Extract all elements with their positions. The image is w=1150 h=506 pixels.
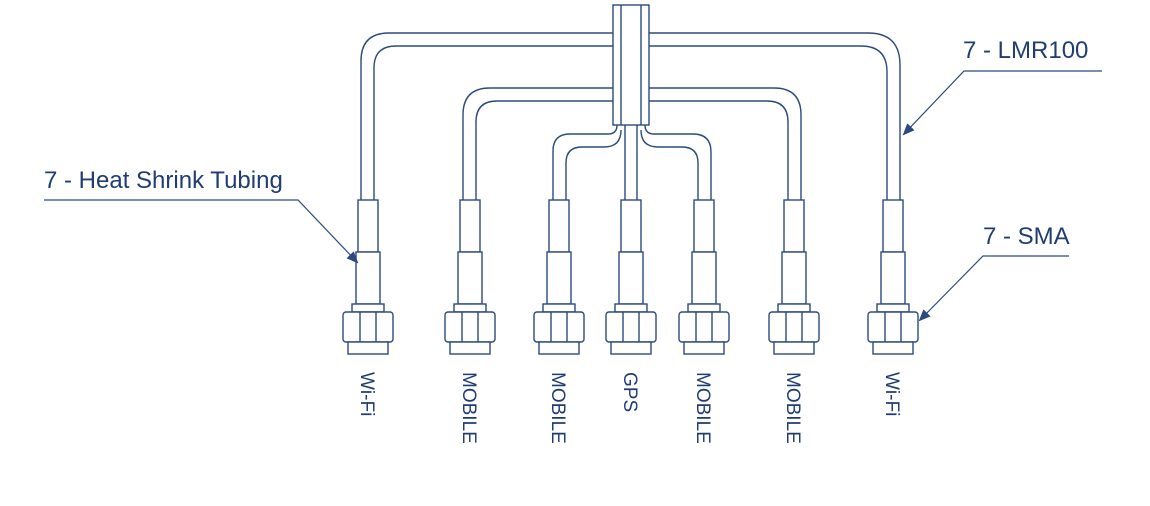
crimp-sleeve: [691, 251, 717, 305]
connector-collar: [453, 303, 487, 313]
port-labels: Wi-Fi MOBILE MOBILE GPS MOBILE MOBILE Wi-Fi: [356, 372, 902, 444]
connector-tip: [872, 341, 914, 355]
crimp-sleeve: [781, 251, 807, 305]
crimp-sleeve: [618, 251, 644, 305]
cable-branch: [565, 129, 622, 200]
connector-tip: [683, 341, 725, 355]
cable-branch: [640, 129, 699, 200]
cable-branch: [649, 45, 888, 200]
cable-branch: [649, 100, 789, 200]
crimp-sleeve: [355, 251, 381, 305]
callout-connector: 7 - SMA: [918, 223, 1070, 322]
crimp-sleeve: [457, 251, 483, 305]
cable-branch: [649, 87, 802, 200]
port-label: MOBILE: [458, 372, 479, 444]
port-label: MOBILE: [547, 372, 568, 444]
connector-tip: [347, 341, 389, 355]
heat-shrink-sleeve: [459, 199, 481, 253]
connector-collar: [876, 303, 910, 313]
connectors: [342, 199, 919, 355]
cable-branch: [475, 100, 613, 200]
cable-branch: [649, 32, 901, 200]
cable-branch: [462, 87, 613, 200]
crimp-sleeve: [880, 251, 906, 305]
port-label: MOBILE: [782, 372, 803, 444]
branch-cables: [360, 32, 901, 200]
cable-branch: [644, 124, 712, 200]
callout-heat-shrink-label: 7 - Heat Shrink Tubing: [44, 167, 283, 194]
port-label: MOBILE: [692, 372, 713, 444]
sma-connector-assembly: [533, 199, 585, 355]
port-label: GPS: [619, 372, 640, 412]
port-label: Wi-Fi: [356, 372, 377, 416]
heat-shrink-sleeve: [620, 199, 642, 253]
hex-nut: [768, 311, 820, 343]
sma-connector-assembly: [444, 199, 496, 355]
sma-connector-assembly: [605, 199, 657, 355]
heat-shrink-sleeve: [882, 199, 904, 253]
hex-nut: [867, 311, 919, 343]
heat-shrink-sleeve: [783, 199, 805, 253]
hex-nut: [678, 311, 730, 343]
cable-trunk: [612, 4, 650, 126]
hex-nut: [444, 311, 496, 343]
connector-tip: [538, 341, 580, 355]
connector-tip: [773, 341, 815, 355]
hex-nut: [342, 311, 394, 343]
sma-connector-assembly: [768, 199, 820, 355]
port-label: Wi-Fi: [881, 372, 902, 416]
connector-tip: [449, 341, 491, 355]
sma-connector-assembly: [342, 199, 394, 355]
connector-collar: [614, 303, 648, 313]
callout-cable-label: 7 - LMR100: [963, 37, 1088, 64]
heat-shrink-sleeve: [548, 199, 570, 253]
cable-branch: [373, 45, 613, 200]
cable-branch: [552, 124, 618, 200]
sma-connector-assembly: [867, 199, 919, 355]
callout-heat-shrink: 7 - Heat Shrink Tubing: [44, 167, 359, 264]
heat-shrink-sleeve: [693, 199, 715, 253]
hex-nut: [605, 311, 657, 343]
connector-collar: [687, 303, 721, 313]
callout-connector-label: 7 - SMA: [983, 223, 1070, 250]
callout-cable: 7 - LMR100: [902, 37, 1102, 136]
sma-connector-assembly: [678, 199, 730, 355]
connector-collar: [351, 303, 385, 313]
heat-shrink-sleeve: [357, 199, 379, 253]
connector-collar: [777, 303, 811, 313]
crimp-sleeve: [546, 251, 572, 305]
connector-collar: [542, 303, 576, 313]
connector-tip: [610, 341, 652, 355]
hex-nut: [533, 311, 585, 343]
cable-branch: [360, 32, 613, 200]
